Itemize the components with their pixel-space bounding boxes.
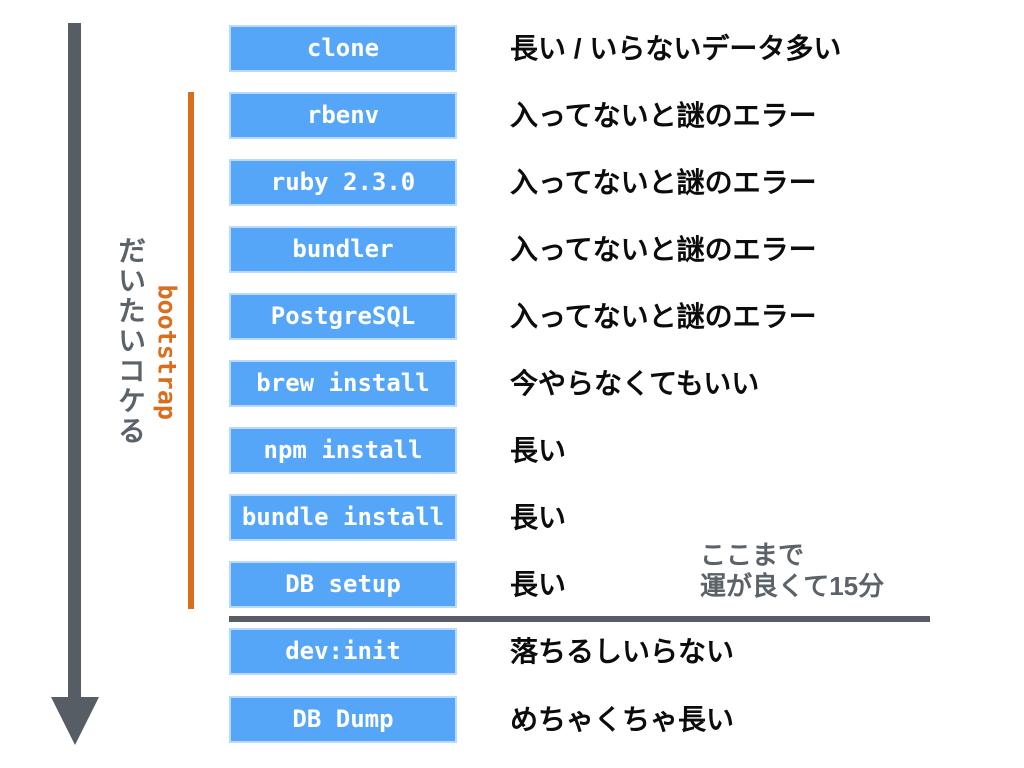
step-box-clone: clone xyxy=(229,25,457,72)
step-box-db-setup: DB setup xyxy=(229,561,457,608)
step-box-bundler: bundler xyxy=(229,226,457,273)
step-note-bundler: 入ってないと謎のエラー xyxy=(510,234,817,265)
step-row-brew-install: brew install 今やらなくてもいい xyxy=(0,360,1024,407)
step-note-bundle-install: 長い xyxy=(510,502,567,533)
step-box-npm-install: npm install xyxy=(229,427,457,474)
step-box-ruby: ruby 2.3.0 xyxy=(229,159,457,206)
step-box-rbenv: rbenv xyxy=(229,92,457,139)
checkpoint-note-line2: 運が良くて15分 xyxy=(700,571,885,601)
vertical-label-daitai-kokeru: だいたいコケる xyxy=(115,236,146,446)
step-box-postgresql: PostgreSQL xyxy=(229,293,457,340)
step-row-dev-init: dev:init 落ちるしいらない xyxy=(0,628,1024,675)
step-row-rbenv: rbenv 入ってないと謎のエラー xyxy=(0,92,1024,139)
bootstrap-bracket-line xyxy=(188,92,194,609)
checkpoint-note-line1: ここまで xyxy=(700,540,805,570)
step-row-db-dump: DB Dump めちゃくちゃ長い xyxy=(0,696,1024,743)
step-row-bundler: bundler 入ってないと謎のエラー xyxy=(0,226,1024,273)
flow-down-arrow-shaft xyxy=(68,23,81,698)
step-note-rbenv: 入ってないと謎のエラー xyxy=(510,100,817,131)
step-note-postgresql: 入ってないと謎のエラー xyxy=(510,301,817,332)
step-row-npm-install: npm install 長い xyxy=(0,427,1024,474)
step-box-dev-init: dev:init xyxy=(229,628,457,675)
checkpoint-note: ここまで 運が良くて15分 xyxy=(700,540,884,602)
step-box-brew-install: brew install xyxy=(229,360,457,407)
step-note-db-setup: 長い xyxy=(510,569,567,600)
step-row-clone: clone 長い / いらないデータ多い xyxy=(0,25,1024,72)
step-row-ruby: ruby 2.3.0 入ってないと謎のエラー xyxy=(0,159,1024,206)
step-row-bundle-install: bundle install 長い xyxy=(0,494,1024,541)
step-note-brew-install: 今やらなくてもいい xyxy=(510,368,760,399)
step-note-clone: 長い / いらないデータ多い xyxy=(510,33,842,64)
step-row-db-setup: DB setup 長い xyxy=(0,561,1024,608)
step-box-db-dump: DB Dump xyxy=(229,696,457,743)
checkpoint-divider-line xyxy=(229,616,930,622)
step-note-dev-init: 落ちるしいらない xyxy=(510,636,735,667)
step-note-ruby: 入ってないと謎のエラー xyxy=(510,167,817,198)
step-box-bundle-install: bundle install xyxy=(229,494,457,541)
step-note-db-dump: めちゃくちゃ長い xyxy=(510,704,735,735)
step-note-npm-install: 長い xyxy=(510,435,567,466)
step-row-postgresql: PostgreSQL 入ってないと謎のエラー xyxy=(0,293,1024,340)
flow-down-arrow-head-icon xyxy=(51,697,99,745)
